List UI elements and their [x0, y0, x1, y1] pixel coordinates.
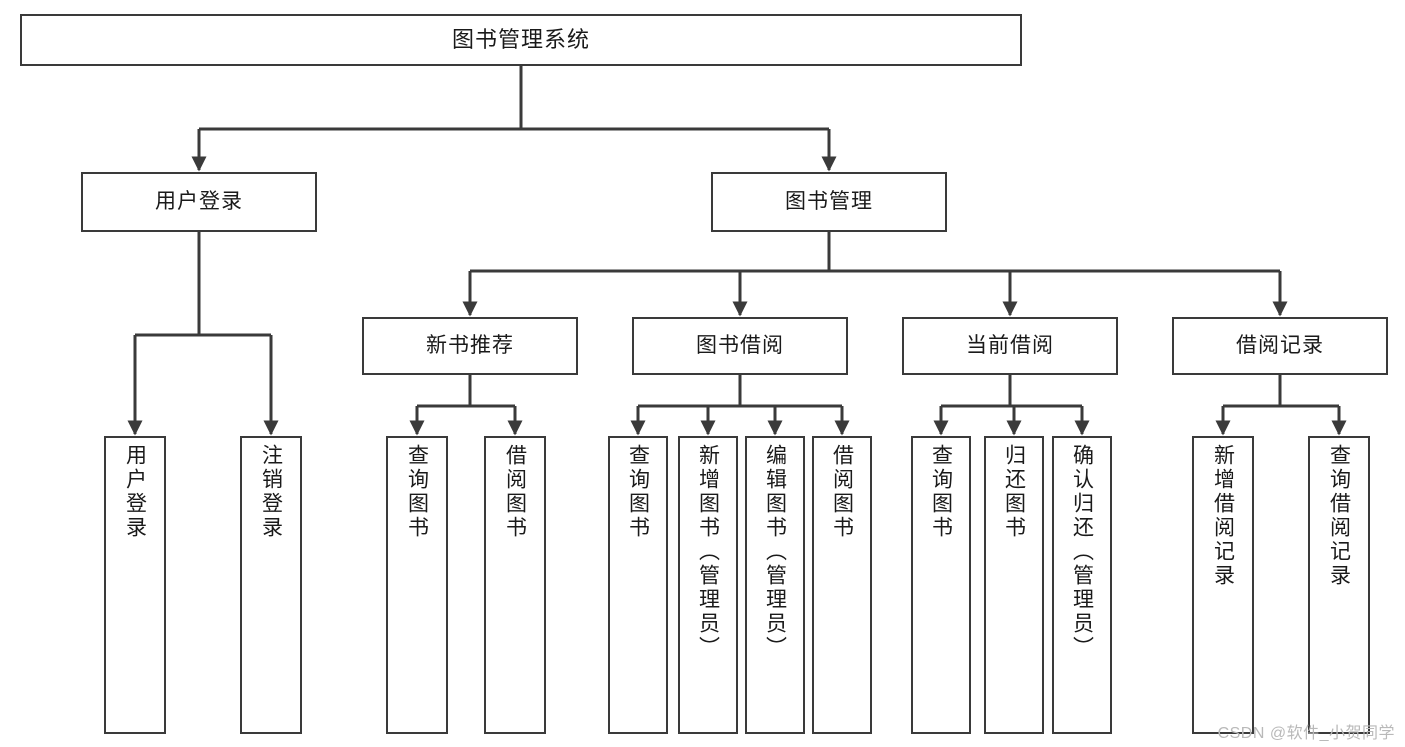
- node-book-borrow[interactable]: 图书借阅: [632, 317, 848, 375]
- node-label: 图书管理系统: [451, 27, 590, 53]
- node-label: 借阅图书: [830, 444, 854, 540]
- node-leaf-bb-query-book[interactable]: 查询图书: [608, 436, 668, 734]
- node-leaf-rec-borrow-book[interactable]: 借阅图书: [484, 436, 546, 734]
- node-label: 新增借阅记录: [1211, 444, 1235, 588]
- node-leaf-bb-borrow-book[interactable]: 借阅图书: [812, 436, 872, 734]
- node-leaf-rec-query-book[interactable]: 查询图书: [386, 436, 448, 734]
- node-label: 新书推荐: [426, 333, 514, 357]
- node-label: 用户登录: [155, 189, 243, 213]
- node-leaf-bb-edit-book[interactable]: 编辑图书（管理员）: [745, 436, 805, 734]
- node-label: 借阅图书: [503, 444, 527, 540]
- node-label: 当前借阅: [966, 333, 1054, 357]
- node-leaf-user-login[interactable]: 用户登录: [104, 436, 166, 734]
- node-label: 查询借阅记录: [1327, 444, 1351, 588]
- node-label: 查询图书: [929, 444, 953, 540]
- node-label: 图书借阅: [696, 333, 784, 357]
- node-leaf-br-add-record[interactable]: 新增借阅记录: [1192, 436, 1254, 734]
- node-leaf-bb-add-book[interactable]: 新增图书（管理员）: [678, 436, 738, 734]
- node-root[interactable]: 图书管理系统: [20, 14, 1022, 66]
- node-label: 图书管理: [785, 189, 873, 213]
- node-leaf-logout[interactable]: 注销登录: [240, 436, 302, 734]
- node-label: 新增图书（管理员）: [696, 444, 720, 660]
- node-borrow-record[interactable]: 借阅记录: [1172, 317, 1388, 375]
- node-label: 查询图书: [626, 444, 650, 540]
- node-leaf-cb-return-book[interactable]: 归还图书: [984, 436, 1044, 734]
- node-label: 归还图书: [1002, 444, 1026, 540]
- node-leaf-br-query-record[interactable]: 查询借阅记录: [1308, 436, 1370, 734]
- node-label: 编辑图书（管理员）: [763, 444, 787, 660]
- node-label: 用户登录: [123, 444, 147, 540]
- node-leaf-cb-query-book[interactable]: 查询图书: [911, 436, 971, 734]
- node-current-borrow[interactable]: 当前借阅: [902, 317, 1118, 375]
- node-label: 查询图书: [405, 444, 429, 540]
- watermark-label: CSDN @软件_小贺同学: [1217, 725, 1395, 742]
- node-book-manage[interactable]: 图书管理: [711, 172, 947, 232]
- node-label: 确认归还（管理员）: [1070, 444, 1094, 660]
- node-new-book-rec[interactable]: 新书推荐: [362, 317, 578, 375]
- node-label: 借阅记录: [1236, 333, 1324, 357]
- node-user-login[interactable]: 用户登录: [81, 172, 317, 232]
- node-leaf-cb-confirm-return[interactable]: 确认归还（管理员）: [1052, 436, 1112, 734]
- node-label: 注销登录: [259, 444, 283, 540]
